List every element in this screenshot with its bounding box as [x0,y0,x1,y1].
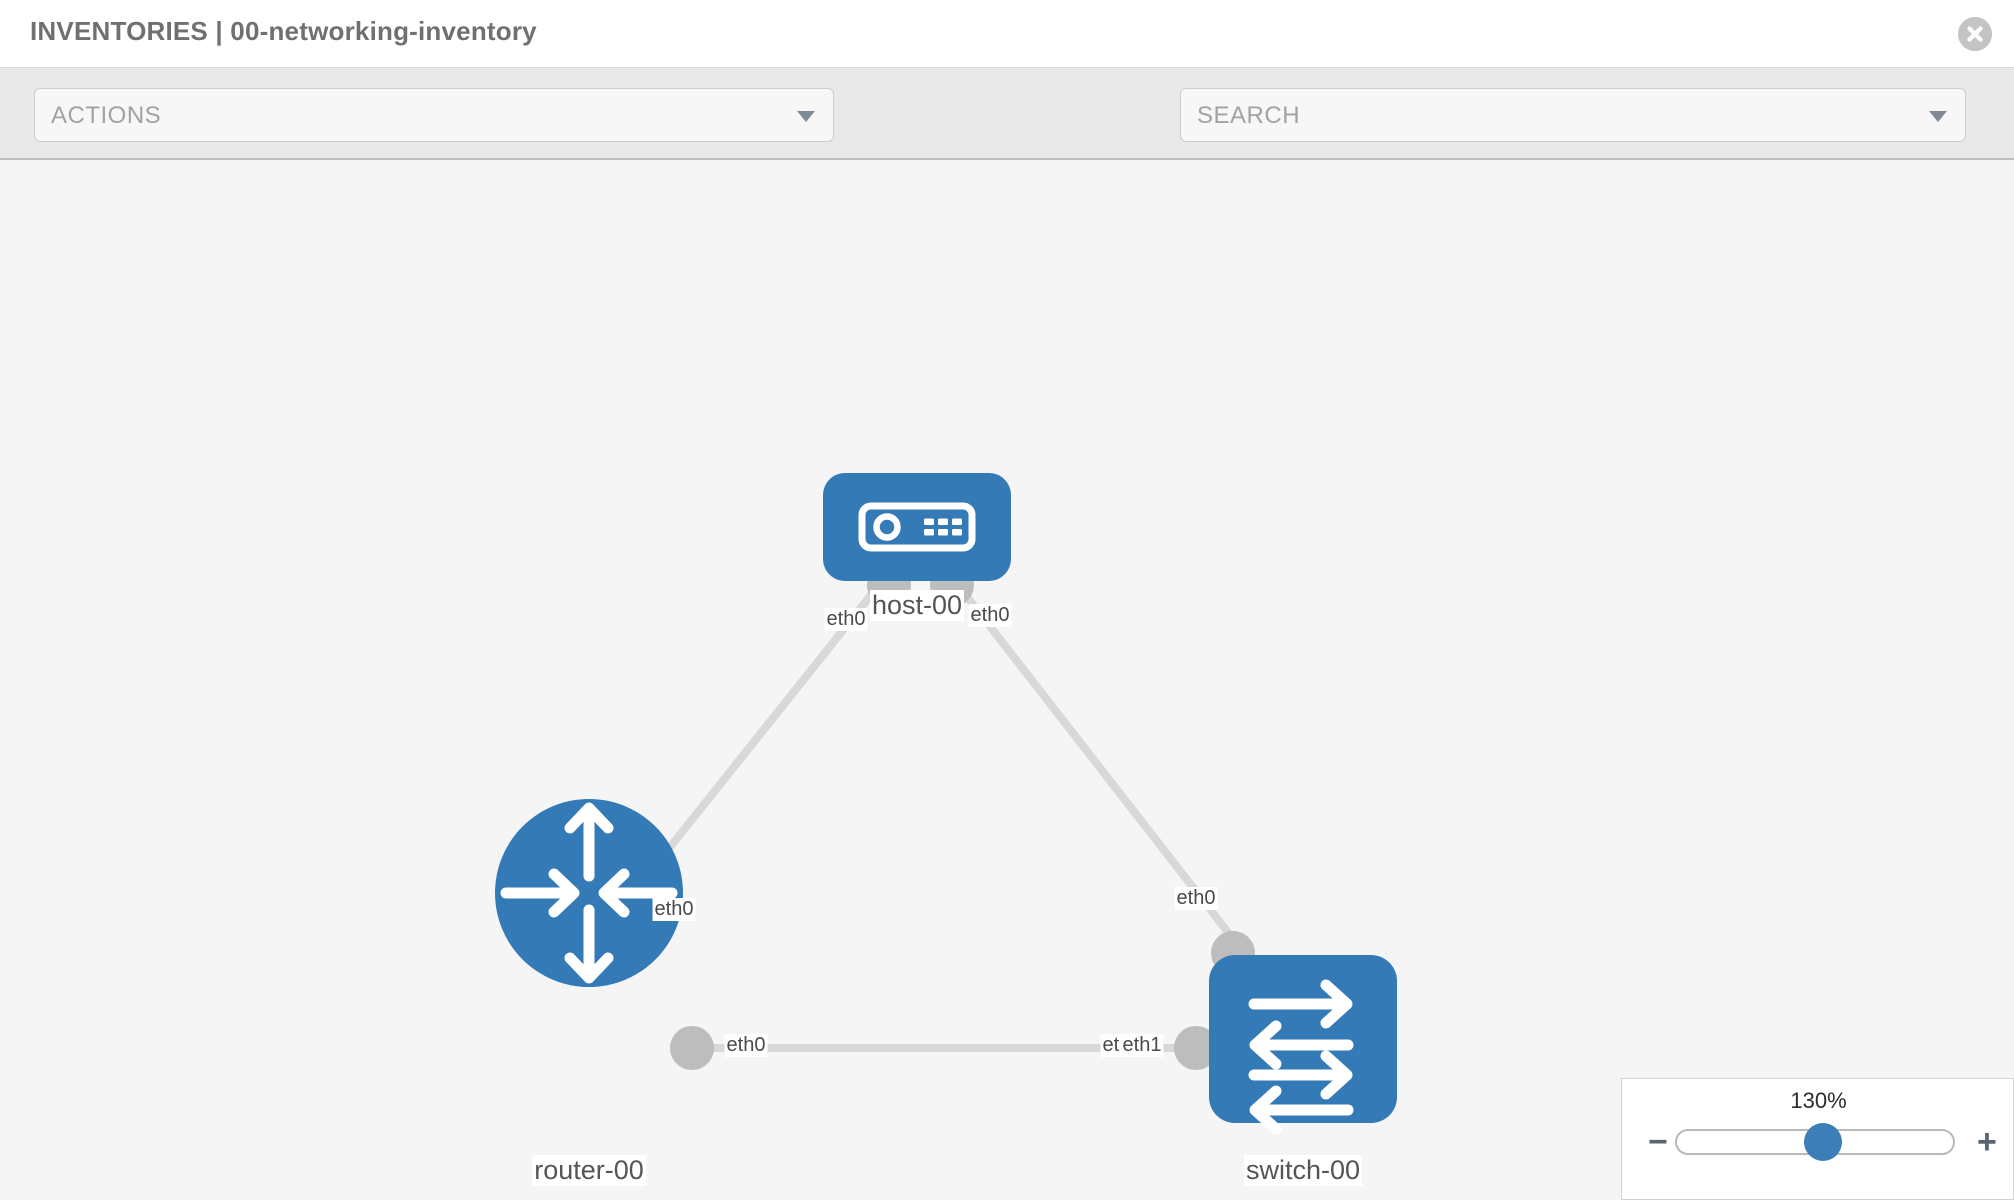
page-header: INVENTORIES | 00-networking-inventory [0,0,2014,68]
topology-graph [495,473,1397,1135]
iface-label: eth0 [652,898,696,921]
search-placeholder: SEARCH [1197,102,1301,129]
chevron-down-icon [1929,111,1947,122]
iface-label: eth0 [724,1034,768,1057]
iface-label: eth0 [1174,887,1218,910]
topology-canvas[interactable]: host-00 router-00 switch-00 eth0 eth0 et… [0,160,2014,1200]
toolbar: ACTIONS SEARC [0,68,2014,198]
zoom-level-value: 130% [1790,1088,1847,1113]
search-input[interactable]: SEARCH [1180,88,1966,142]
zoom-in-button[interactable]: + [1977,1123,1997,1161]
iface-label: eth1 [1120,1034,1164,1057]
node-switch-00[interactable] [1209,955,1397,1135]
link-host-switch[interactable] [946,572,1234,938]
node-router-00[interactable] [495,799,683,987]
iface-label: eth0 [968,604,1012,627]
node-label-router-00: router-00 [532,1155,646,1186]
page-title: INVENTORIES | 00-networking-inventory [30,16,537,46]
iface-label: eth0 [824,608,868,631]
connector-nub[interactable] [670,1026,714,1070]
node-host-00[interactable] [823,473,1011,581]
zoom-slider-thumb[interactable] [1804,1123,1842,1161]
connector-nub[interactable] [1174,1026,1218,1070]
actions-dropdown-label: ACTIONS [51,102,162,129]
node-label-host-00: host-00 [869,590,965,621]
node-label-switch-00: switch-00 [1243,1155,1363,1186]
zoom-out-button[interactable]: − [1648,1123,1668,1161]
actions-dropdown[interactable]: ACTIONS [34,88,834,142]
close-icon[interactable] [1958,17,1992,51]
chevron-down-icon [797,111,815,122]
zoom-control-panel: 130% − + [1621,1078,2014,1200]
